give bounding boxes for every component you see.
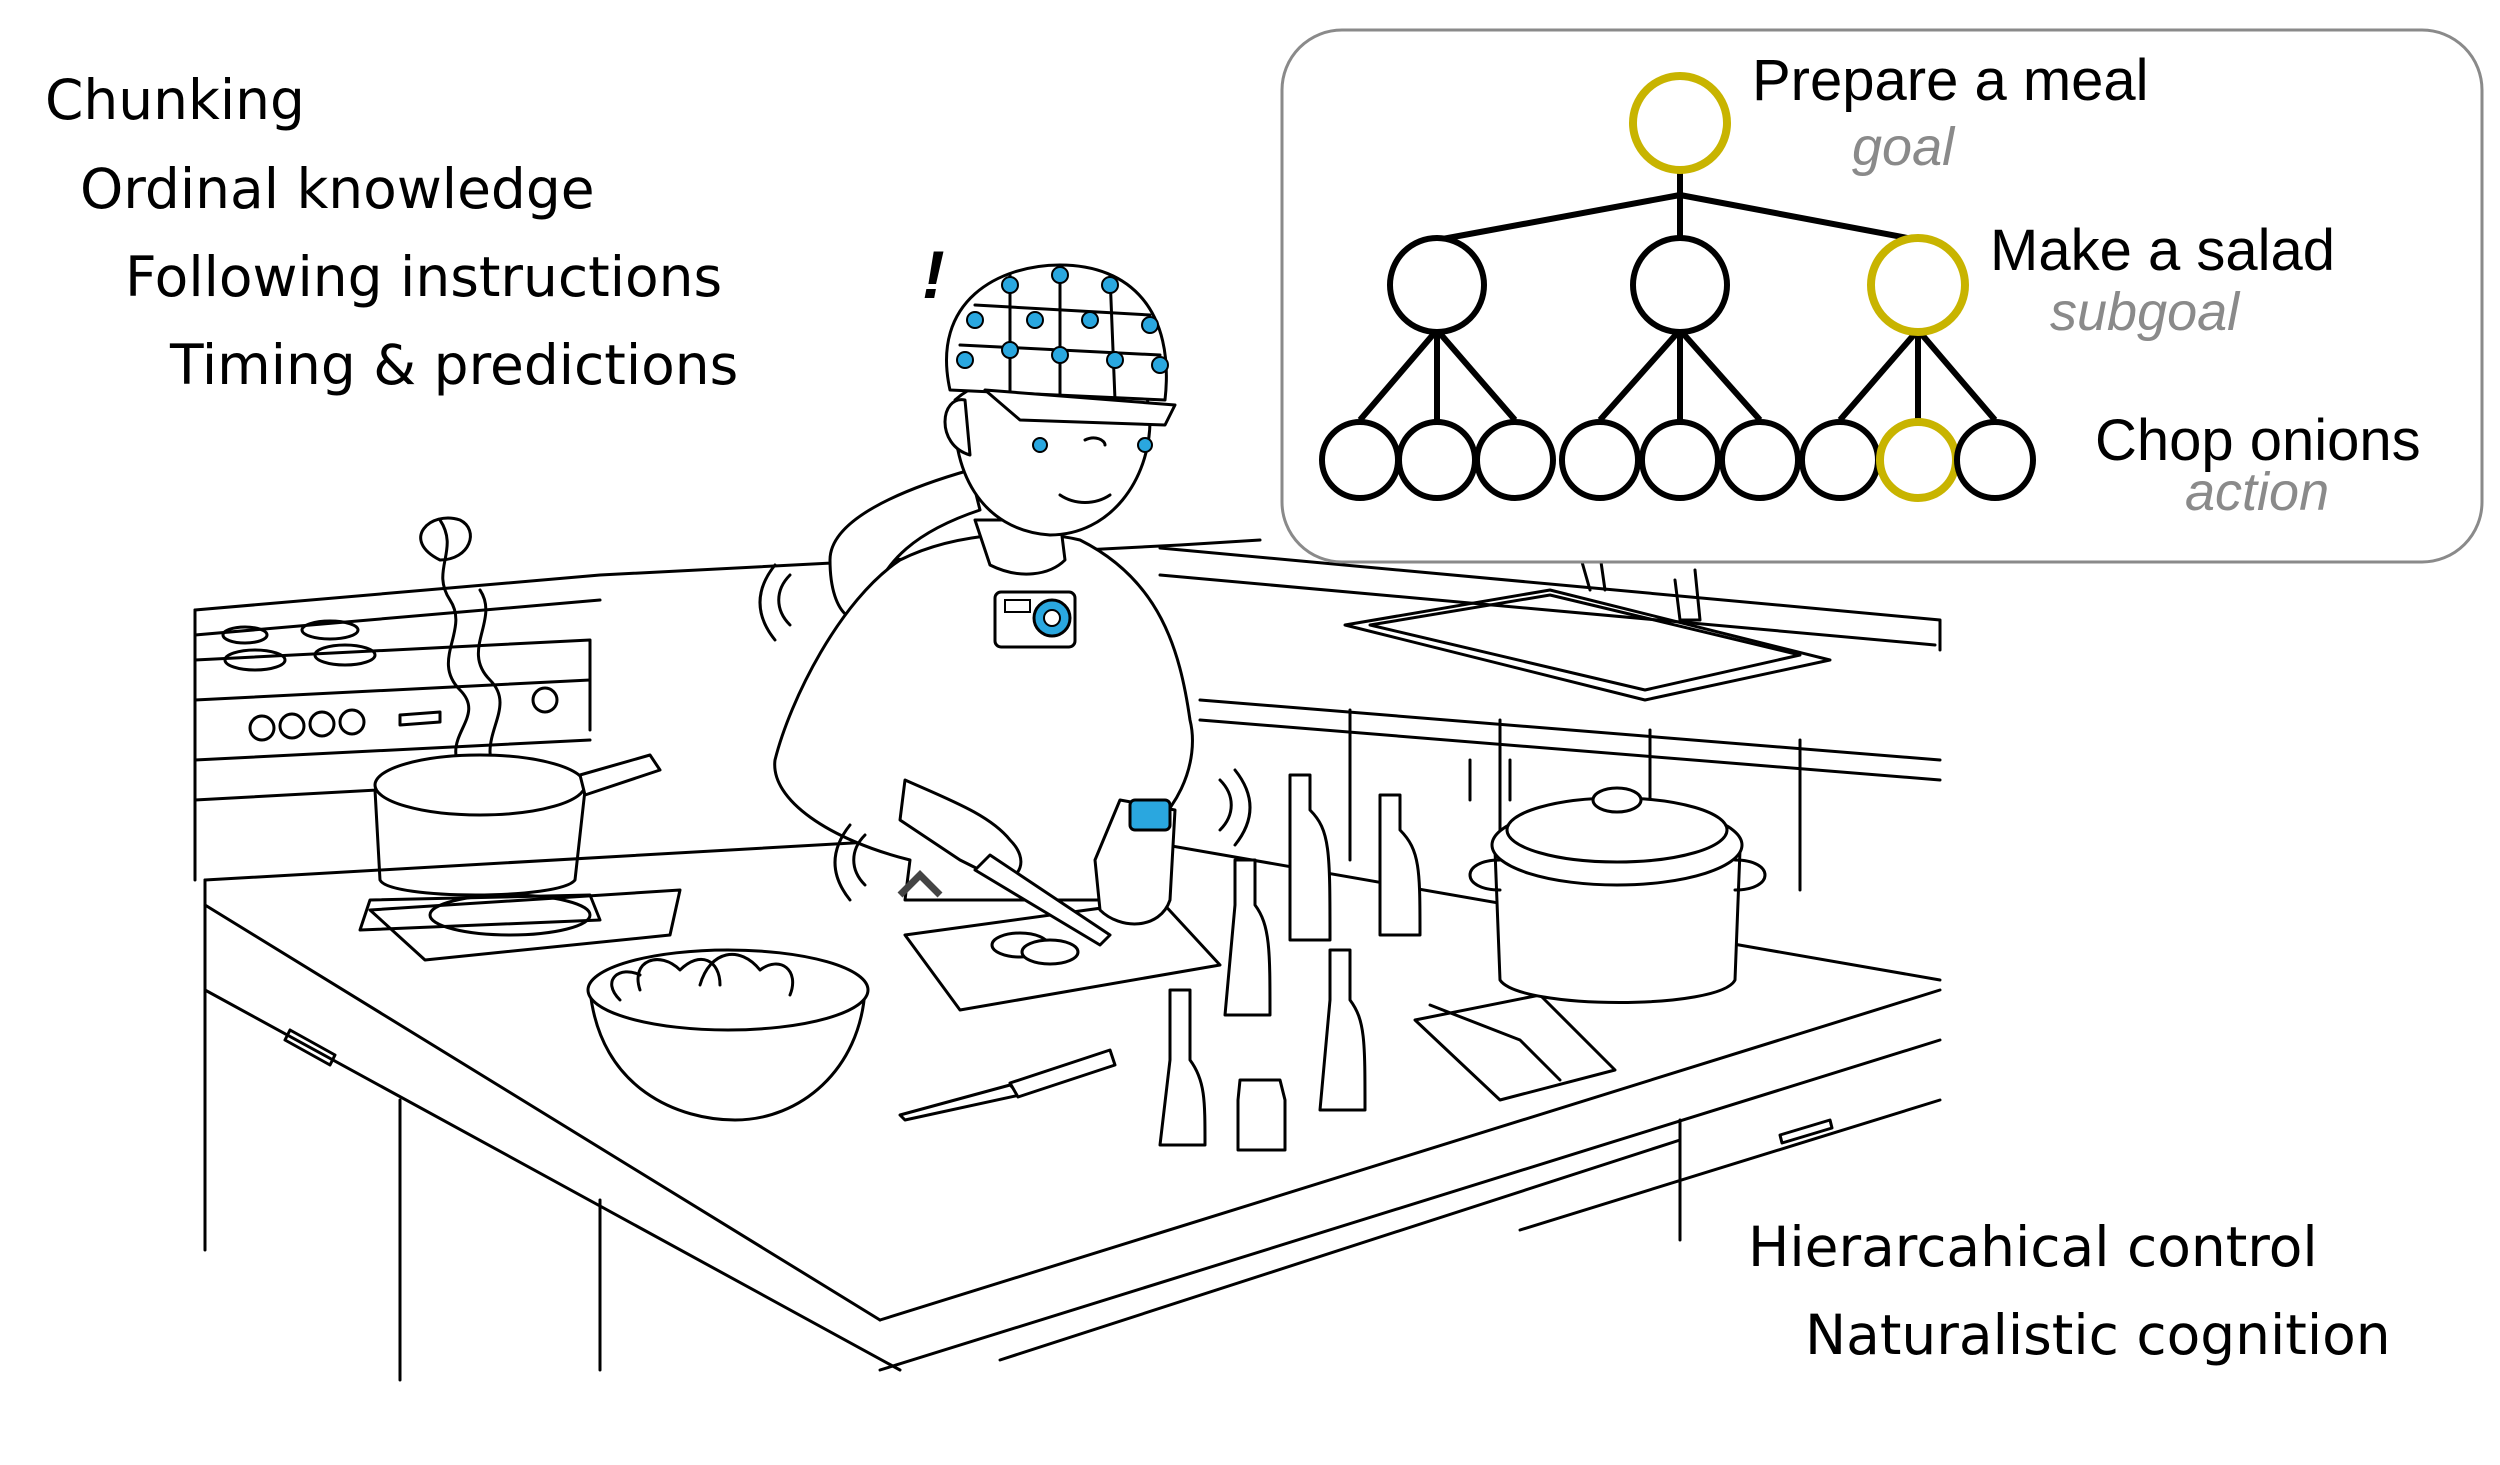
concept-timing-predictions: Timing & predictions xyxy=(170,333,739,397)
concept-chunking: Chunking xyxy=(45,68,305,132)
salad-bowl xyxy=(586,948,870,1122)
action-node xyxy=(1719,419,1801,501)
subgoal-level: subgoal xyxy=(2050,282,2241,342)
concept-naturalistic-cognition: Naturalistic cognition xyxy=(1805,1303,2391,1367)
action-node-highlight xyxy=(1876,418,1960,502)
action-label: Chop onions xyxy=(2095,408,2421,473)
small-board xyxy=(1413,993,1617,1102)
bottles xyxy=(1158,773,1422,1152)
subgoal-label: Make a salad xyxy=(1990,218,2335,283)
goal-level: goal xyxy=(1852,117,1956,177)
subgoal-node xyxy=(1630,235,1730,335)
action-node xyxy=(1954,419,2036,501)
action-node xyxy=(1396,419,1478,501)
action-node xyxy=(1474,419,1556,501)
concept-following-instructions: Following instructions xyxy=(125,245,723,309)
stock-pot xyxy=(1468,786,1767,1004)
subgoal-node-highlight xyxy=(1867,234,1969,336)
tree-edges xyxy=(1357,170,1998,422)
action-node xyxy=(1639,419,1721,501)
steam xyxy=(419,516,502,782)
person xyxy=(758,263,1252,947)
action-level: action xyxy=(2185,462,2329,522)
knife xyxy=(898,1048,1117,1122)
burner xyxy=(368,888,682,962)
hierarchy-panel: Prepare a meal goal Make a salad subgoal… xyxy=(1280,28,2484,564)
saucepan xyxy=(358,753,662,932)
action-node xyxy=(1559,419,1641,501)
exclamation-mark: ! xyxy=(922,237,945,313)
goal-node xyxy=(1629,72,1731,174)
action-node xyxy=(1799,419,1881,501)
action-node xyxy=(1319,419,1401,501)
concept-hierarchical-control: Hierarcahical control xyxy=(1748,1215,2318,1279)
goal-label: Prepare a meal xyxy=(1752,48,2149,113)
subgoal-node xyxy=(1387,235,1487,335)
concept-ordinal-knowledge: Ordinal knowledge xyxy=(80,157,595,221)
back-counter xyxy=(193,538,1942,892)
